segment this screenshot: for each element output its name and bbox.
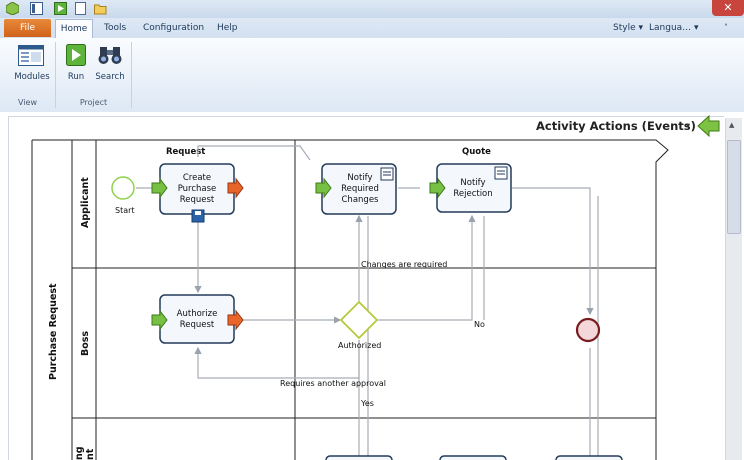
- flow-line: [197, 145, 311, 161]
- group-label-project: Project: [79, 98, 108, 107]
- flow-label-another-approval: Requires another approval: [280, 379, 386, 388]
- open-folder-icon[interactable]: [94, 2, 107, 15]
- input-arrow-icon: [429, 177, 446, 199]
- lane-label-third: nt: [85, 448, 96, 460]
- run-quick-icon[interactable]: [54, 2, 67, 15]
- task-label: Create: [183, 173, 211, 183]
- task-label: Notify: [347, 173, 372, 183]
- tools-tab[interactable]: Tools: [104, 23, 127, 33]
- configuration-tab[interactable]: Configuration: [143, 23, 205, 33]
- help-tab[interactable]: Help: [217, 23, 238, 33]
- lane-label-applicant: Applicant: [80, 177, 91, 228]
- flow-label-changes: Changes are required: [361, 260, 447, 269]
- canvas-border: [8, 116, 9, 460]
- task-label: Request: [180, 320, 215, 330]
- pool-label: Purchase Request: [48, 283, 59, 380]
- close-button[interactable]: ✕: [712, 0, 744, 16]
- partial-task[interactable]: [325, 455, 393, 460]
- save-icon: [191, 209, 205, 223]
- task-label: Changes: [342, 195, 380, 205]
- milestone-label-request: Request: [166, 147, 205, 157]
- ribbon: [0, 38, 744, 113]
- group-label-view: View: [18, 98, 37, 107]
- milestone-label-quote: Quote: [462, 147, 491, 157]
- input-arrow-icon: [151, 309, 168, 331]
- run-icon: [66, 44, 86, 69]
- task-notify-rejection[interactable]: Notify Rejection: [429, 163, 512, 213]
- task-label: Rejection: [453, 189, 492, 199]
- pool-border: [32, 139, 669, 460]
- home-tab[interactable]: Home: [55, 19, 93, 38]
- document-icon: [494, 166, 508, 180]
- new-document-icon[interactable]: [74, 2, 87, 15]
- task-label: Required: [341, 184, 379, 194]
- process-diagram: Purchase Request Applicant Boss ng nt Re…: [31, 139, 669, 460]
- language-menu[interactable]: Langua… ▾: [649, 23, 699, 33]
- partial-task[interactable]: [439, 455, 507, 460]
- task-create-purchase-request[interactable]: Create Purchase Request: [151, 163, 244, 215]
- canvas-border: [8, 116, 724, 117]
- document-icon: [380, 167, 394, 181]
- flow-label-yes: Yes: [360, 399, 374, 408]
- start-event[interactable]: [111, 176, 135, 200]
- output-arrow-icon: [227, 309, 244, 331]
- file-menu-tab[interactable]: File: [4, 19, 51, 37]
- task-label: Notify: [460, 178, 485, 188]
- binoculars-icon: [98, 45, 122, 68]
- start-label: Start: [115, 206, 135, 215]
- flow-line: [512, 187, 594, 316]
- task-authorize-request[interactable]: Authorize Request: [151, 294, 244, 344]
- ribbon-minimize-icon[interactable]: ˄: [724, 23, 728, 32]
- flow-line: [378, 214, 476, 321]
- ribbon-separator: [55, 42, 56, 108]
- view-title[interactable]: Activity Actions (Events): [536, 119, 696, 133]
- flow-label-no: No: [474, 320, 485, 329]
- task-label: Authorize: [177, 309, 218, 319]
- scrollbar-thumb[interactable]: [727, 140, 741, 234]
- flow-line: [194, 340, 360, 379]
- back-arrow-icon[interactable]: [697, 114, 721, 140]
- input-arrow-icon: [151, 177, 168, 199]
- search-button[interactable]: Search: [95, 72, 125, 82]
- modules-button[interactable]: Modules: [14, 72, 50, 82]
- exclusive-gateway[interactable]: [339, 300, 379, 340]
- style-menu[interactable]: Style ▾: [613, 23, 643, 33]
- input-arrow-icon: [315, 177, 332, 199]
- scroll-up-icon[interactable]: ▲: [729, 121, 735, 129]
- run-button[interactable]: Run: [67, 72, 85, 82]
- gateway-label: Authorized: [338, 341, 381, 350]
- partial-task[interactable]: [555, 455, 623, 460]
- lane-label-third: ng: [74, 446, 85, 460]
- task-label: Purchase: [178, 184, 217, 194]
- title-bar: ✕: [0, 0, 744, 18]
- task-notify-required-changes[interactable]: Notify Required Changes: [315, 163, 397, 215]
- ribbon-separator: [131, 42, 132, 108]
- output-arrow-icon: [227, 177, 244, 199]
- view-dropdown-icon[interactable]: ▾: [686, 121, 691, 130]
- modules-icon: [18, 45, 44, 70]
- task-label: Request: [180, 195, 215, 205]
- lane-label-boss: Boss: [80, 331, 91, 356]
- layout-icon[interactable]: [30, 2, 43, 15]
- end-event[interactable]: [575, 317, 601, 343]
